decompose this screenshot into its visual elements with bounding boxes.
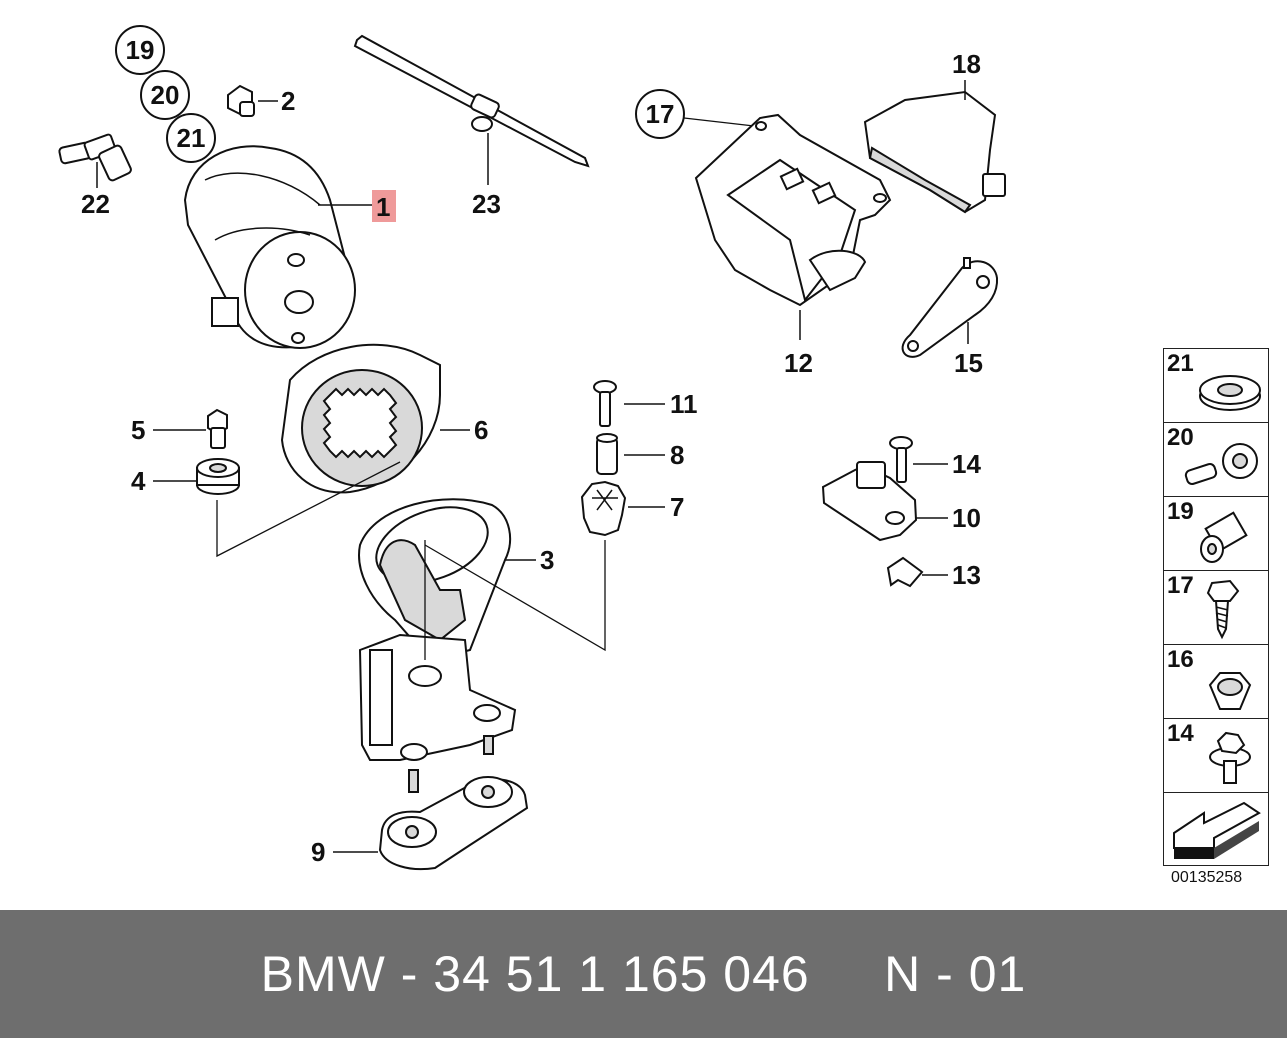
hex-nut-icon: [1208, 672, 1252, 710]
hex-flange-bolt-icon: [1209, 731, 1251, 784]
callout-3: 3: [540, 545, 554, 575]
base-bracket[interactable]: [358, 633, 517, 793]
part-14-bolt[interactable]: [889, 436, 913, 483]
footer-bar: BMW - 34 51 1 165 046 N - 01: [0, 910, 1287, 1038]
callout-7: 7: [670, 492, 684, 522]
parts-diagram: 19 20 21 2 22 1 23 6: [58, 25, 1006, 871]
drawing-number: 00135258: [1171, 869, 1243, 886]
callout-17-circle: 17: [635, 89, 685, 139]
small-parts-panel: 21 20 19 17 16: [1163, 348, 1269, 866]
callout-9: 9: [311, 837, 325, 867]
side-item-19[interactable]: 19: [1164, 497, 1268, 571]
footer-text: BMW - 34 51 1 165 046 N - 01: [260, 946, 1027, 1002]
side-item-arrow: [1164, 793, 1268, 866]
callout-20: 20: [151, 80, 180, 110]
part-18-control-unit[interactable]: [863, 80, 1006, 214]
part-22-connector[interactable]: [58, 133, 133, 188]
callout-11: 11: [670, 389, 698, 419]
part-3-holder-bracket[interactable]: [358, 493, 536, 662]
callout-6: 6: [474, 415, 488, 445]
part-2-fitting[interactable]: [227, 84, 278, 117]
part-13-clip[interactable]: [886, 556, 948, 588]
side-item-14[interactable]: 14: [1164, 719, 1268, 793]
direction-arrow-icon: [1173, 801, 1261, 859]
side-item-20[interactable]: 20: [1164, 423, 1268, 497]
callout-13: 13: [952, 560, 981, 590]
callout-14: 14: [952, 449, 981, 479]
washer-icon: [1199, 375, 1261, 411]
part-12-bracket[interactable]: [694, 113, 892, 340]
part-10-sensor[interactable]: [821, 461, 948, 542]
callout-23: 23: [472, 189, 501, 219]
callout-19: 19: [126, 35, 155, 65]
part-11-bolt[interactable]: [593, 380, 617, 427]
part-15-plate[interactable]: [901, 257, 999, 358]
side-item-number: 17: [1167, 572, 1194, 599]
callout-5: 5: [131, 415, 145, 445]
side-item-number: 14: [1167, 720, 1194, 747]
callout-2: 2: [281, 86, 295, 116]
callout-20-circle: 20: [140, 70, 190, 120]
part-1-pump-motor[interactable]: [183, 145, 356, 349]
part-23-strap[interactable]: [353, 34, 590, 185]
callout-12: 12: [784, 348, 813, 378]
callout-1: 1: [376, 192, 390, 222]
part-8-sleeve[interactable]: [596, 433, 618, 475]
callout-18: 18: [952, 49, 981, 79]
part-5-stud[interactable]: [207, 408, 228, 449]
callout-19-circle: 19: [115, 25, 165, 75]
callout-21-circle: 21: [166, 113, 216, 163]
callout-21: 21: [177, 123, 206, 153]
side-item-number: 16: [1167, 646, 1194, 673]
callout-15: 15: [954, 348, 983, 378]
banjo-fitting-icon: [1184, 443, 1258, 485]
part-4-rubber-mount[interactable]: [196, 458, 240, 495]
callout-8: 8: [670, 440, 684, 470]
side-item-number: 19: [1167, 498, 1194, 525]
side-item-number: 20: [1167, 424, 1194, 451]
part-7-grommet[interactable]: [580, 480, 665, 537]
side-item-21[interactable]: 21: [1164, 349, 1268, 423]
self-tapping-screw-icon: [1206, 579, 1240, 640]
callout-4: 4: [131, 466, 146, 496]
side-item-17[interactable]: 17: [1164, 571, 1268, 645]
part-6-gear-ring[interactable]: [280, 343, 470, 494]
side-item-16[interactable]: 16: [1164, 645, 1268, 719]
hose-connector-icon: [1200, 511, 1248, 563]
side-item-number: 21: [1167, 350, 1194, 377]
callout-22: 22: [81, 189, 110, 219]
callout-10: 10: [952, 503, 981, 533]
callout-1-highlight: [372, 190, 396, 222]
part-9-mount-pad[interactable]: [333, 776, 529, 871]
callout-17: 17: [646, 99, 675, 129]
